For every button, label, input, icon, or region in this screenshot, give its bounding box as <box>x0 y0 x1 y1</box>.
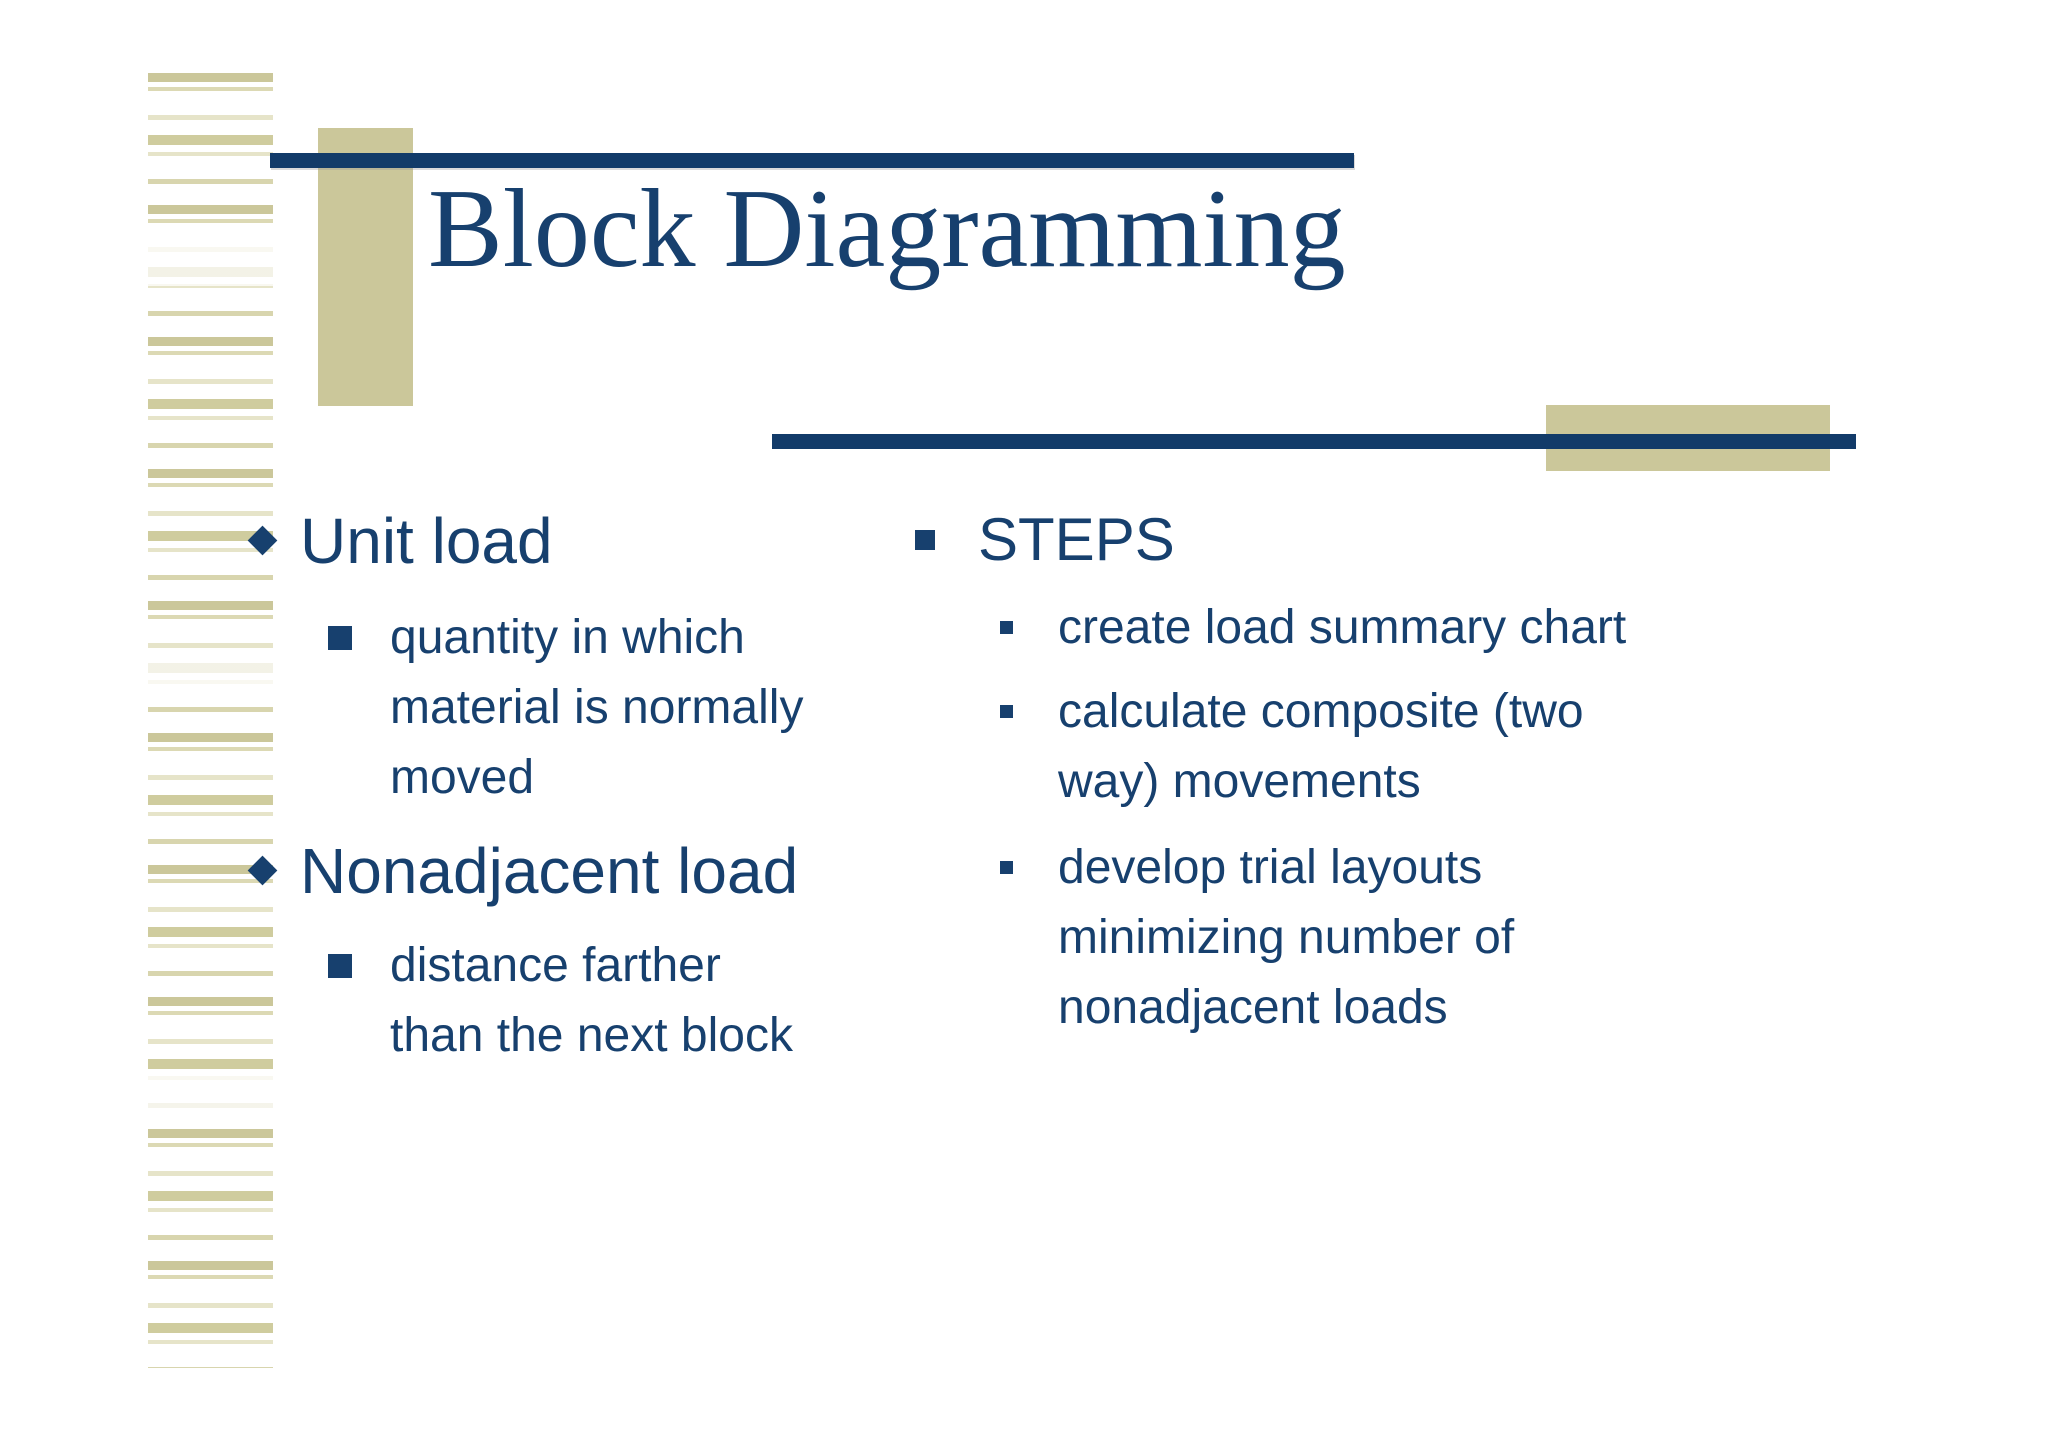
list-item-line: quantity in which <box>390 611 745 664</box>
list-subitem-text: develop trial layouts minimizing number … <box>1058 833 1514 1043</box>
list-subitem: distance farther than the next block <box>240 931 840 1071</box>
list-item-line: create load summary chart <box>1058 601 1627 654</box>
list-item: Nonadjacent load <box>240 835 840 907</box>
title-rule-top <box>270 153 1354 168</box>
list-item-label: Unit load <box>300 505 553 577</box>
list-item: STEPS <box>905 505 1785 575</box>
khaki-block-left <box>318 128 413 406</box>
list-subitem: develop trial layouts minimizing number … <box>905 833 1785 1043</box>
list-item-line: minimizing number of <box>1058 911 1515 964</box>
diamond-bullet-icon <box>247 525 278 556</box>
list-item-line: way) movements <box>1058 755 1421 808</box>
square-bullet-icon <box>1000 621 1013 634</box>
left-column: Unit load quantity in which material is … <box>240 505 840 1071</box>
list-subitem: create load summary chart <box>905 593 1785 663</box>
list-subitem: quantity in which material is normally m… <box>240 603 840 813</box>
list-item-line: material is normally <box>390 681 804 734</box>
list-item-label: STEPS <box>978 506 1175 573</box>
list-item-line: calculate composite (two <box>1058 685 1584 738</box>
list-subitem-text: create load summary chart <box>1058 593 1626 663</box>
list-item: Unit load <box>240 505 840 577</box>
square-bullet-icon <box>328 954 352 978</box>
square-bullet-icon <box>328 626 352 650</box>
list-item-line: nonadjacent loads <box>1058 981 1448 1034</box>
square-bullet-icon <box>1000 861 1013 874</box>
list-subitem-text: calculate composite (two way) movements <box>1058 677 1584 817</box>
square-bullet-icon <box>915 530 935 550</box>
diamond-bullet-icon <box>247 855 278 886</box>
list-subitem-text: quantity in which material is normally m… <box>390 603 803 813</box>
slide-title: Block Diagramming <box>428 167 1346 291</box>
list-item-line: develop trial layouts <box>1058 841 1483 894</box>
list-subitem-text: distance farther than the next block <box>390 931 793 1071</box>
list-item-line: distance farther <box>390 939 721 992</box>
title-rule-bottom <box>772 434 1856 449</box>
list-subitem: calculate composite (two way) movements <box>905 677 1785 817</box>
right-column: STEPS create load summary chart calculat… <box>905 505 1785 1043</box>
stripe-band-decoration <box>148 73 273 1368</box>
list-item-line: than the next block <box>390 1009 793 1062</box>
square-bullet-icon <box>1000 705 1013 718</box>
list-item-label: Nonadjacent load <box>300 835 799 907</box>
list-item-line: moved <box>390 751 535 804</box>
